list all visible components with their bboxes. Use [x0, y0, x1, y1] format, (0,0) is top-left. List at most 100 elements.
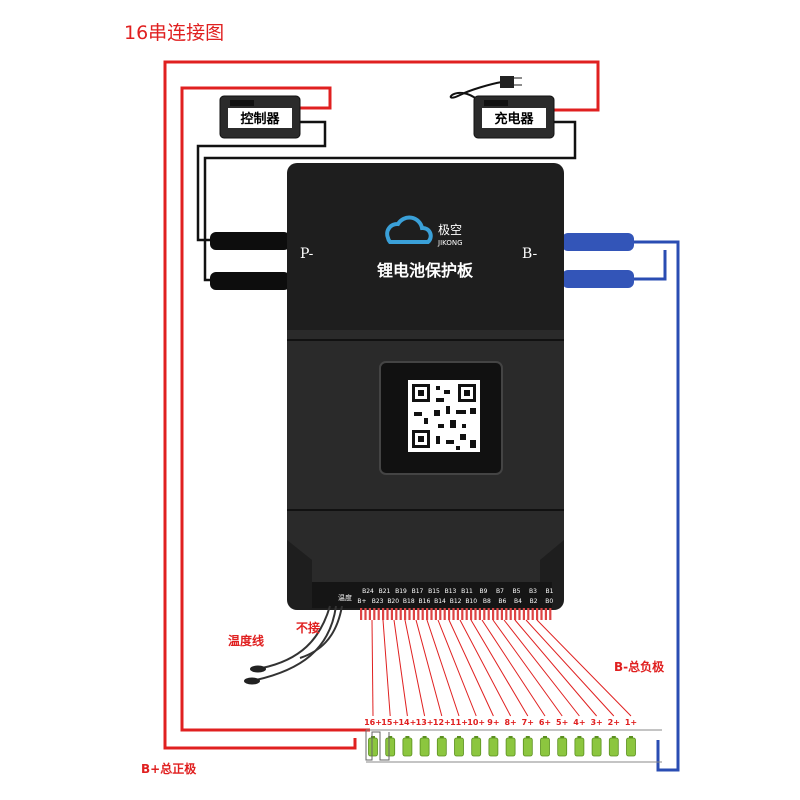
battery-cell-icon [471, 737, 482, 757]
battery-cap [577, 736, 582, 738]
battery-cell-icon [488, 737, 499, 757]
battery-cap [611, 736, 616, 738]
terminal-pin [544, 608, 547, 620]
pin-label: B20 [387, 598, 399, 605]
battery-cell-icon [626, 737, 636, 757]
balance-wire [426, 619, 460, 717]
cell-terminal-label: 11+ [450, 718, 468, 727]
brand-cn: 极空 [438, 223, 462, 237]
board-name: 锂电池保护板 [377, 261, 474, 280]
pin-label: B8 [483, 598, 491, 605]
battery-pack: 16+15+14+13+12+11+10+9+8+7+6+5+4+3+2+1+ [364, 718, 662, 763]
b-cable-bottom [562, 270, 634, 288]
cell-terminal-label: 3+ [590, 718, 602, 727]
battery-cap [405, 736, 410, 738]
red-wire-controller [180, 86, 370, 732]
battery-cell-icon [402, 737, 413, 757]
battery-cap [371, 736, 375, 738]
cell-terminal-label: 12+ [433, 718, 451, 727]
cell-terminal-label: 7+ [522, 718, 534, 727]
charger-box: 充电器 [473, 95, 555, 139]
pin-label: B15 [428, 588, 440, 595]
battery-cap [491, 736, 496, 738]
battery-cell-icon [368, 737, 378, 757]
charger-label: 充电器 [494, 111, 534, 127]
pin-label: B+ [357, 598, 366, 605]
b-cable-top [562, 233, 634, 251]
cell-terminal-label: 9+ [487, 718, 499, 727]
battery-cap [474, 736, 479, 738]
balance-wire [371, 619, 374, 717]
battery-cell-icon [608, 737, 619, 757]
terminal-pin [478, 608, 481, 620]
temp-probe-icon [250, 665, 266, 673]
pin-label: B11 [461, 588, 473, 595]
terminal-pin [434, 608, 437, 620]
battery-cell-icon [454, 737, 464, 757]
terminal-pin [390, 608, 393, 620]
terminal-pin [522, 608, 525, 620]
pin-label: B14 [434, 598, 446, 605]
not-connected-label: 不接 [296, 621, 321, 635]
terminal-pin [474, 608, 477, 620]
controller-label: 控制器 [240, 111, 280, 127]
battery-cap [439, 736, 444, 738]
cloud-logo-icon [385, 215, 433, 244]
terminal-pin [456, 608, 459, 620]
balance-wire [503, 619, 580, 717]
battery-cell-icon [574, 737, 585, 757]
balance-wire [459, 619, 512, 717]
pin-label: B12 [450, 598, 462, 605]
terminal-pin [399, 608, 402, 620]
terminal-pin [536, 608, 539, 620]
cell-terminal-label: 4+ [573, 718, 585, 727]
series-link [365, 730, 390, 761]
blue-wire-b-minus [634, 240, 680, 772]
temp-wire-label: 温度线 [228, 634, 265, 648]
terminal-pin [439, 608, 442, 620]
cell-terminal-label: 2+ [608, 718, 620, 727]
temp-wire-3 [299, 605, 343, 659]
battery-cap [457, 736, 461, 738]
balance-wire [393, 619, 408, 717]
battery-cell-icon [522, 737, 533, 757]
battery-cell-icon [505, 737, 516, 757]
terminal-pin [382, 608, 385, 620]
terminal-pin [531, 608, 534, 620]
temp-port-label: 温度 [338, 593, 352, 602]
terminal-pin [417, 608, 420, 620]
pin-label: B6 [498, 598, 506, 605]
terminal-pin [412, 608, 415, 620]
temp-probe-icon [244, 677, 260, 685]
pin-label: B16 [419, 598, 431, 605]
terminal-pin [426, 608, 429, 620]
terminal-pin [430, 608, 433, 620]
battery-cap [543, 736, 547, 738]
plug-icon [500, 76, 514, 88]
balance-wires [371, 619, 632, 717]
blue-wire-b-minus-link [634, 250, 667, 281]
pin-label: B24 [362, 588, 374, 595]
cell-terminal-label: 1+ [625, 718, 637, 727]
pin-label: B19 [395, 588, 407, 595]
controller-box: 控制器 [219, 95, 301, 139]
terminal-pin [452, 608, 455, 620]
terminal-pin [360, 608, 363, 620]
protection-board: 极空 JIKONG 锂电池保护板 P- B- [287, 163, 564, 610]
cell-terminal-label: 13+ [416, 718, 434, 727]
cell-terminal-label: 8+ [504, 718, 516, 727]
battery-cell-icon [436, 737, 447, 757]
terminal-pin [514, 608, 517, 620]
terminal-pin [364, 608, 367, 620]
terminal-pin [487, 608, 490, 620]
brand-en: JIKONG [437, 239, 463, 247]
terminal-pin [461, 608, 464, 620]
temp-wire-1 [261, 605, 331, 669]
balance-wire [492, 619, 563, 717]
battery-cell-icon [385, 737, 396, 757]
terminal-pin [448, 608, 451, 620]
